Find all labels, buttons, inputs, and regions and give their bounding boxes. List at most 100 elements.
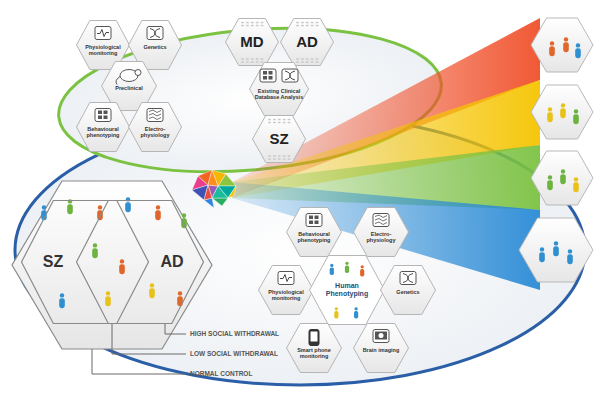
binary-texture [268, 122, 271, 123]
person-head [330, 264, 333, 267]
trace-line [149, 114, 161, 117]
person-head [106, 291, 110, 295]
icon-frame [282, 69, 298, 82]
person-body [334, 311, 338, 319]
grid-cell [309, 221, 313, 225]
hexagon-outline [381, 266, 436, 315]
hexagon-outline [226, 19, 279, 66]
group-label: LOW SOCIAL WITHDRAWAL [190, 350, 278, 358]
hex-icon [373, 214, 389, 227]
icon-frame [95, 27, 111, 40]
binary-texture [241, 25, 244, 26]
person-head [150, 283, 154, 287]
hexagon-node: Behavioural phenotyping [286, 207, 342, 257]
binary-texture [268, 119, 271, 120]
trace-line [149, 117, 161, 120]
binary-texture [283, 158, 286, 159]
hexagon-outline [531, 18, 593, 72]
binary-texture [288, 158, 291, 159]
binary-texture [246, 58, 249, 59]
binary-texture [241, 61, 244, 62]
node-text: MD [225, 34, 279, 50]
hexagon-outline [77, 103, 130, 152]
binary-texture [273, 155, 276, 156]
node-text: Behavioural phenotyping [290, 232, 337, 244]
rainbow-beam [232, 182, 540, 290]
binary-texture [256, 61, 259, 62]
hexagon-outline [129, 103, 182, 152]
binary-texture [261, 25, 264, 26]
person-head [42, 205, 46, 209]
binary-texture [273, 158, 276, 159]
node-text: Physiological monitoring [262, 290, 309, 302]
node-text: Electro-physiology [357, 232, 404, 244]
icon-frame [373, 330, 389, 343]
grid-cell [263, 76, 267, 80]
hex-icon [282, 69, 298, 82]
hex-icon [400, 272, 416, 285]
person-body [575, 48, 581, 58]
person-head [568, 249, 572, 253]
brain-facet [212, 198, 228, 206]
node-text: SZ [252, 131, 306, 147]
binary-texture [306, 25, 309, 26]
person-head [574, 109, 578, 113]
person-body [92, 248, 98, 258]
person-head [576, 43, 580, 47]
person-head [345, 262, 348, 265]
binary-texture [316, 25, 319, 26]
trace-line [375, 222, 387, 225]
hexagon-outline [531, 85, 593, 139]
binary-texture [311, 25, 314, 26]
node-text: Smart phone monitoring [290, 348, 337, 360]
grid-cell [98, 111, 102, 115]
grid-cell [98, 116, 102, 120]
binary-texture [241, 22, 244, 23]
hexagon-node: Smart phone monitoring [286, 323, 342, 373]
hexagon-node: AD [76, 200, 204, 324]
person-head [564, 37, 568, 41]
binary-texture [283, 122, 286, 123]
node-text: Genetics [132, 45, 177, 51]
trace-line [149, 110, 161, 113]
binary-texture [268, 155, 271, 156]
hexagon-outline [259, 266, 314, 315]
binary-texture [278, 155, 281, 156]
person-body [560, 174, 566, 184]
node-text: Genetics [384, 290, 431, 296]
binary-texture [273, 122, 276, 123]
brain-facet [208, 170, 218, 186]
group-label: HIGH SOCIAL WITHDRAWAL [190, 330, 279, 338]
binary-texture [273, 119, 276, 120]
icon-frame [400, 272, 416, 285]
hexagon-outline [310, 256, 385, 325]
person-head [156, 205, 160, 209]
binary-texture [296, 22, 299, 23]
person-body [354, 311, 358, 319]
group-hexagon [531, 18, 593, 72]
binary-texture [301, 61, 304, 62]
dna-helix [403, 274, 413, 283]
binary-texture [288, 122, 291, 123]
person-head [335, 307, 338, 310]
binary-texture [296, 25, 299, 26]
binary-texture [256, 22, 259, 23]
wave-line [97, 30, 109, 37]
person-body [155, 210, 161, 220]
binary-texture [246, 61, 249, 62]
grid-cell [315, 216, 319, 220]
node-text: Preclinical [105, 86, 152, 92]
binary-texture [278, 158, 281, 159]
rat-head [135, 70, 141, 76]
binary-texture [301, 25, 304, 26]
hexagon-outline [354, 208, 409, 257]
node-text: Physiological monitoring [80, 45, 125, 57]
person-head [361, 265, 364, 268]
hexagon-node: Genetics [380, 265, 436, 315]
binary-texture [311, 22, 314, 23]
icon-frame [147, 27, 163, 40]
person-head [550, 41, 554, 45]
leader-line [112, 324, 186, 354]
binary-texture [268, 158, 271, 159]
binary-texture [288, 119, 291, 120]
